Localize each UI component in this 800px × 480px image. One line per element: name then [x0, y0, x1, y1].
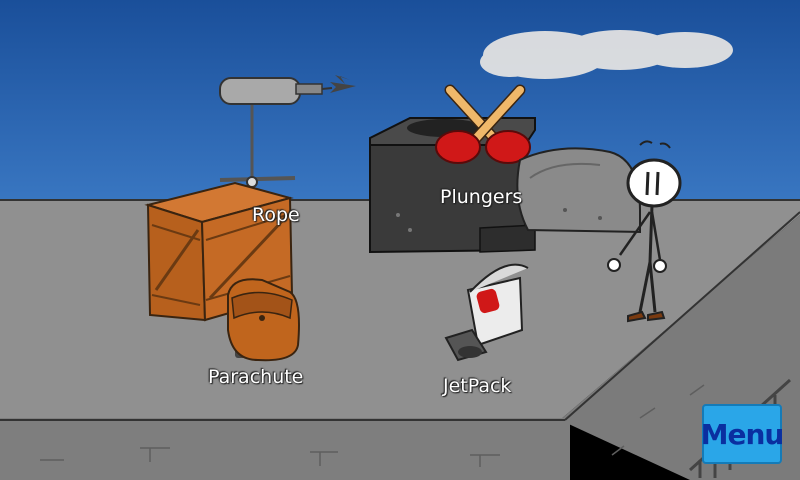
- plungers-label[interactable]: Plungers: [440, 186, 523, 208]
- parachute-label[interactable]: Parachute: [208, 366, 304, 388]
- rope-label[interactable]: Rope: [252, 204, 300, 226]
- parachute-bag: [227, 278, 300, 362]
- stick-figure: [607, 140, 682, 323]
- rope-item: [219, 75, 356, 188]
- cloud: [480, 30, 733, 79]
- vent-pipe: [516, 147, 641, 234]
- menu-button[interactable]: Menu: [700, 404, 785, 464]
- jetpack-item: [444, 263, 529, 362]
- jetpack-label[interactable]: JetPack: [443, 375, 512, 397]
- plungers-item: [435, 84, 531, 164]
- menu-button-label: Menu: [700, 417, 785, 451]
- brick-marks: [40, 384, 705, 467]
- roof-front-edge: [0, 418, 570, 480]
